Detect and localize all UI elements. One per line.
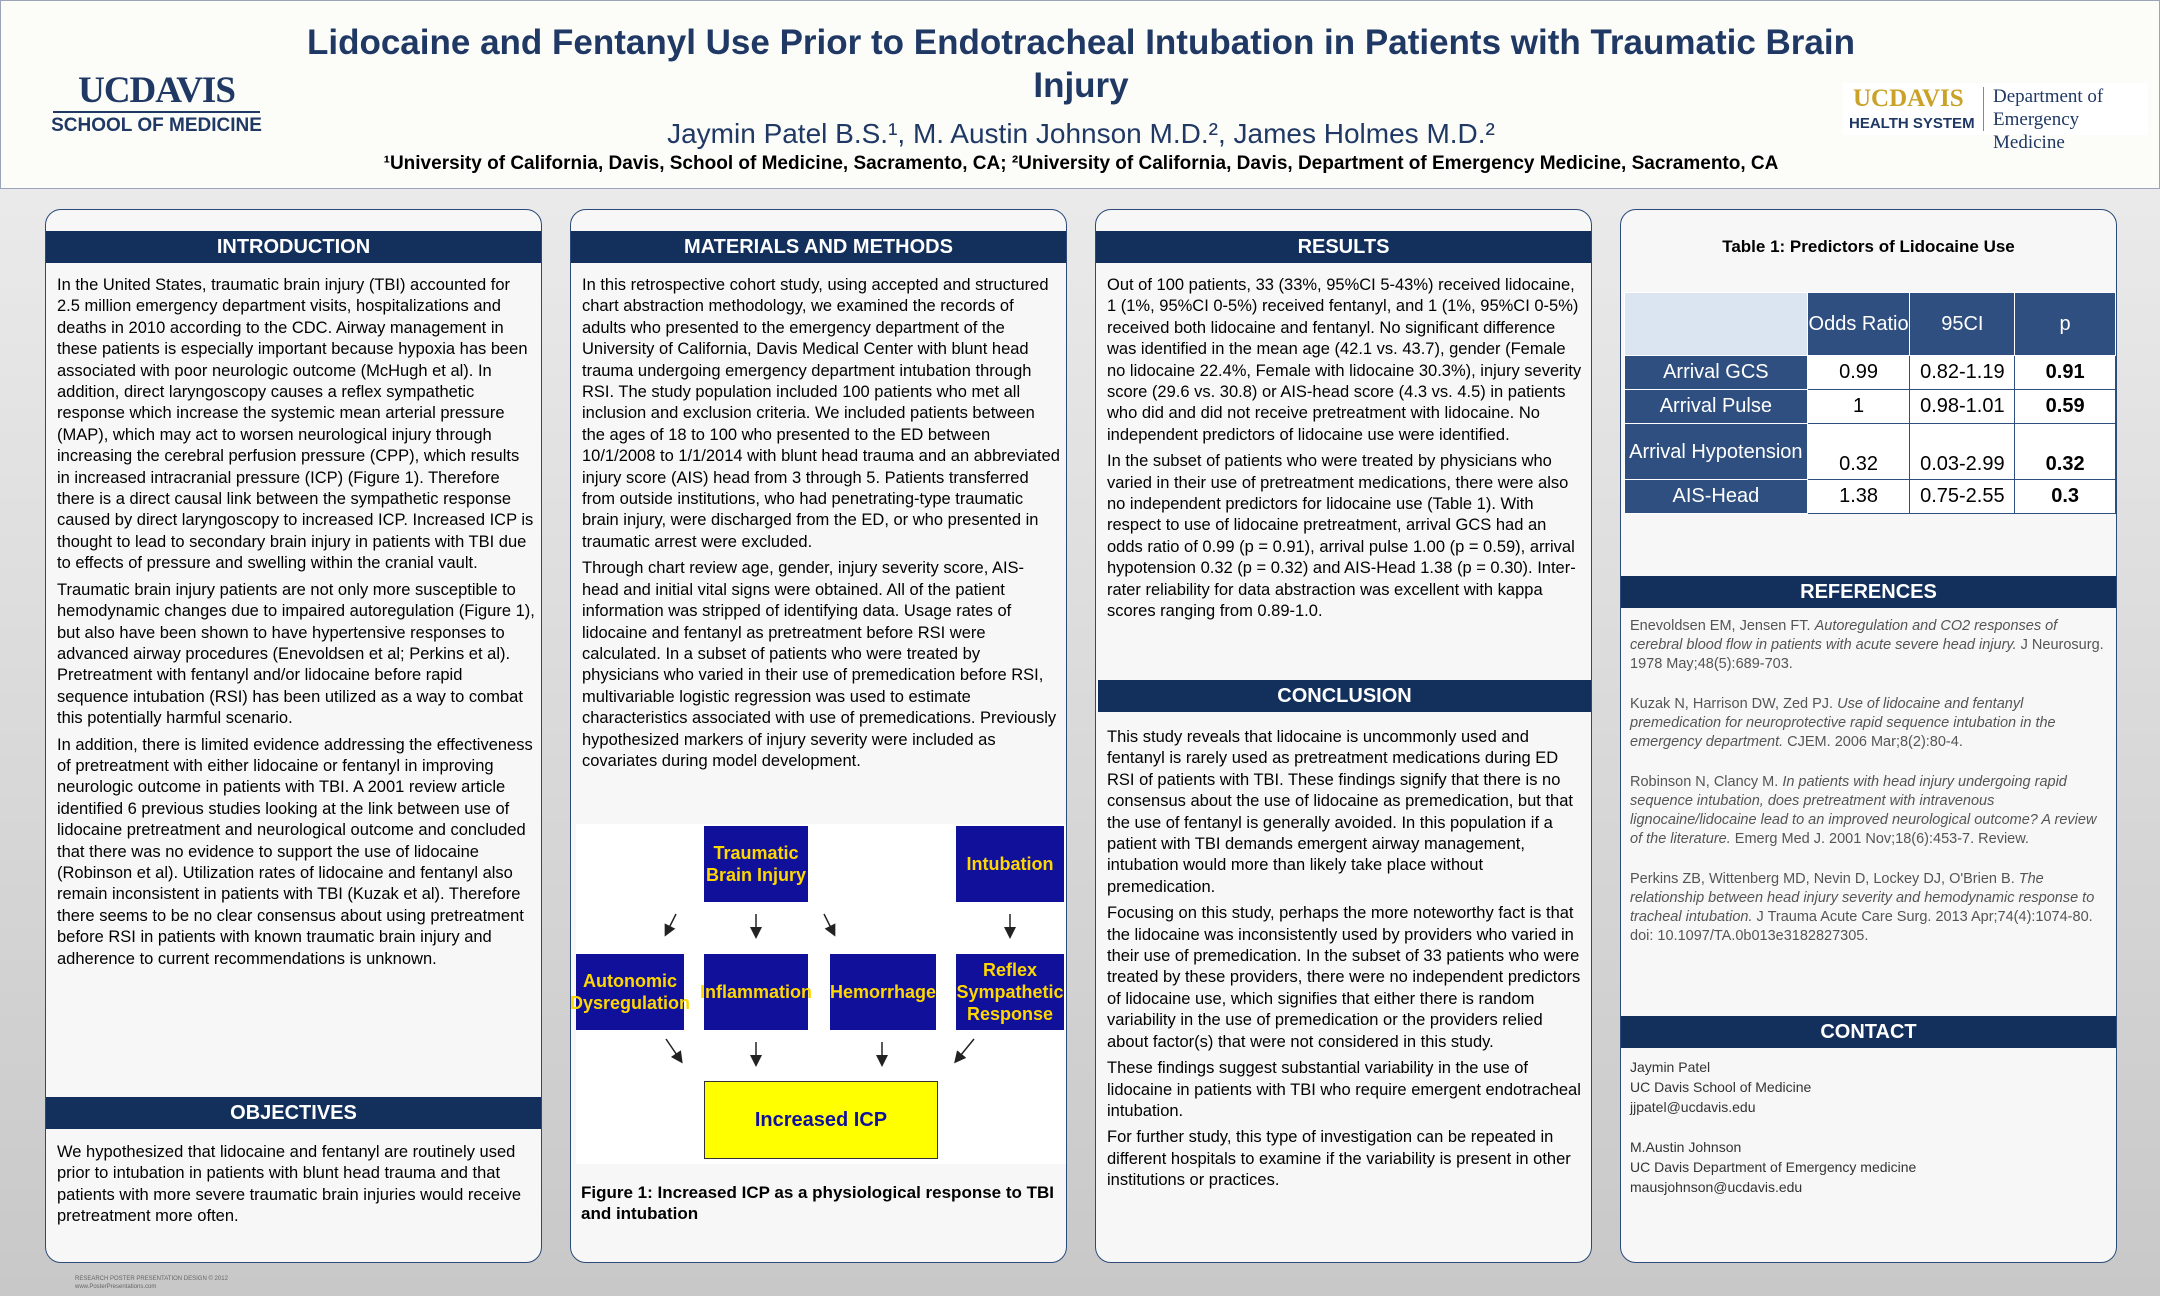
table-1-title: Table 1: Predictors of Lidocaine Use bbox=[1722, 237, 2015, 256]
node-hemorrhage: Hemorrhage bbox=[830, 954, 936, 1030]
column-table-references: Table 1: Predictors of Lidocaine Use Odd… bbox=[1620, 209, 2117, 1263]
column-methods: MATERIALS AND METHODS In this retrospect… bbox=[570, 209, 1067, 1263]
introduction-text: In the United States, traumatic brain in… bbox=[57, 276, 535, 968]
table-row: Arrival Pulse 1 0.98-1.01 0.59 bbox=[1624, 389, 2116, 424]
poster-header: UCDAVIS SCHOOL OF MEDICINE Lidocaine and… bbox=[0, 0, 2160, 189]
contact-heading: CONTACT bbox=[1621, 1016, 2116, 1048]
table-row: Arrival GCS 0.99 0.82-1.19 0.91 bbox=[1624, 355, 2116, 390]
references-list: Enevoldsen EM, Jensen FT. Autoregulation… bbox=[1630, 617, 2108, 967]
node-intubation: Intubation bbox=[956, 826, 1064, 902]
author-list: Jaymin Patel B.S.¹, M. Austin Johnson M.… bbox=[667, 118, 1495, 149]
methods-text: In this retrospective cohort study, usin… bbox=[582, 276, 1060, 770]
results-heading: RESULTS bbox=[1096, 231, 1591, 263]
references-heading: REFERENCES bbox=[1621, 576, 2116, 608]
poster-title: Lidocaine and Fentanyl Use Prior to Endo… bbox=[306, 23, 1855, 105]
affiliations: ¹University of California, Davis, School… bbox=[383, 153, 1779, 174]
contact-email-link[interactable]: jjpatel@ucdavis.edu bbox=[1630, 1099, 1756, 1115]
table-header-odds-ratio: Odds Ratio bbox=[1806, 292, 1911, 356]
table-header-95ci: 95CI bbox=[1909, 292, 2016, 356]
results-text: Out of 100 patients, 33 (33%, 95%CI 5-43… bbox=[1107, 276, 1582, 621]
column-results: RESULTS Out of 100 patients, 33 (33%, 95… bbox=[1095, 209, 1592, 1263]
conclusion-text: This study reveals that lidocaine is unc… bbox=[1107, 728, 1581, 1190]
table-row: AIS-Head 1.38 0.75-2.55 0.3 bbox=[1624, 479, 2116, 514]
table-header-p: p bbox=[2014, 292, 2116, 356]
reference-item: Kuzak N, Harrison DW, Zed PJ. Use of lid… bbox=[1630, 696, 2056, 750]
introduction-heading: INTRODUCTION bbox=[46, 231, 541, 263]
node-reflex-sympathetic-response: Reflex Sympathetic Response bbox=[956, 954, 1064, 1030]
arrow-tbi-autonomic bbox=[664, 913, 677, 937]
arrow-autonomic-icp bbox=[665, 1038, 683, 1064]
reference-item: Robinson N, Clancy M. In patients with h… bbox=[1630, 774, 2097, 847]
uc-davis-health-system-logo: UCDAVIS HEALTH SYSTEM Department of Emer… bbox=[1843, 83, 2148, 153]
table-header-blank bbox=[1624, 292, 1808, 356]
contact-email-link[interactable]: mausjohnson@ucdavis.edu bbox=[1630, 1179, 1803, 1195]
objectives-heading: OBJECTIVES bbox=[46, 1097, 541, 1129]
column-introduction: INTRODUCTION In the United States, traum… bbox=[45, 209, 542, 1263]
reference-item: Perkins ZB, Wittenberg MD, Nevin D, Lock… bbox=[1630, 871, 2095, 944]
footer-credit: RESEARCH POSTER PRESENTATION DESIGN © 20… bbox=[75, 1276, 228, 1290]
table-1-predictors: Odds Ratio 95CI p Arrival GCS 0.99 0.82-… bbox=[1624, 292, 2116, 514]
figure-1-diagram: Traumatic Brain Injury Intubation Autono… bbox=[571, 824, 1066, 1164]
objectives-text: We hypothesized that lidocaine and fenta… bbox=[57, 1143, 522, 1226]
table-row: Arrival Hypotension 0.32 0.03-2.99 0.32 bbox=[1624, 423, 2116, 480]
figure-1-caption: Figure 1: Increased ICP as a physiologic… bbox=[581, 1183, 1054, 1223]
contact-info: Jaymin Patel UC Davis School of Medicine… bbox=[1630, 1057, 2108, 1197]
figure-arrows bbox=[664, 913, 1016, 1067]
arrow-reflex-icp bbox=[954, 1038, 975, 1064]
node-increased-icp: Increased ICP bbox=[704, 1081, 938, 1159]
methods-heading: MATERIALS AND METHODS bbox=[571, 231, 1066, 263]
uc-davis-school-of-medicine-logo: UCDAVIS SCHOOL OF MEDICINE bbox=[51, 70, 262, 136]
reference-item: Enevoldsen EM, Jensen FT. Autoregulation… bbox=[1630, 618, 2104, 672]
node-inflammation: Inflammation bbox=[700, 954, 812, 1030]
node-traumatic-brain-injury: Traumatic Brain Injury bbox=[704, 826, 808, 902]
conclusion-heading: CONCLUSION bbox=[1098, 680, 1591, 712]
node-autonomic-dysregulation: Autonomic Dysregulation bbox=[571, 954, 690, 1030]
arrow-tbi-hemorrhage bbox=[823, 913, 836, 937]
